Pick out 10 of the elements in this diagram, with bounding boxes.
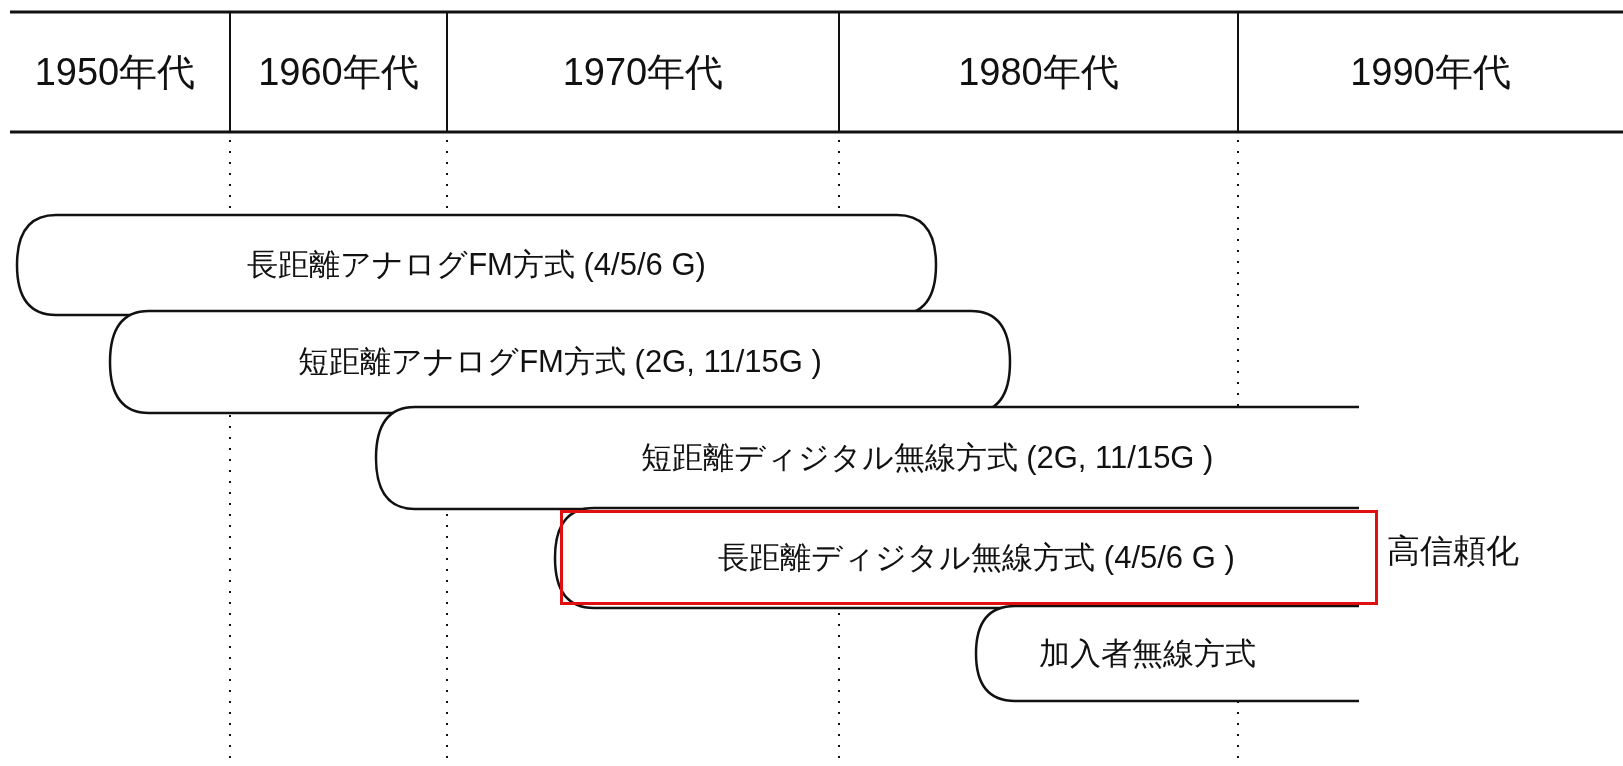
timeline-band: 加入者無線方式 <box>975 605 1359 702</box>
decade-header: 1950年代 <box>33 49 197 95</box>
timeline-band: 短距離アナログFM方式 (2G, 11/15G ) <box>109 310 1011 414</box>
decade-header: 1970年代 <box>561 49 725 95</box>
decade-header: 1990年代 <box>1349 49 1512 95</box>
decade-header: 1980年代 <box>957 49 1120 95</box>
timeline-band: 短距離ディジタル無線方式 (2G, 11/15G ) <box>375 406 1359 510</box>
decade-header: 1960年代 <box>257 49 420 95</box>
timeline-band: 長距離アナログFM方式 (4/5/6 G) <box>16 214 937 316</box>
side-note: 高信頼化 <box>1387 531 1519 571</box>
